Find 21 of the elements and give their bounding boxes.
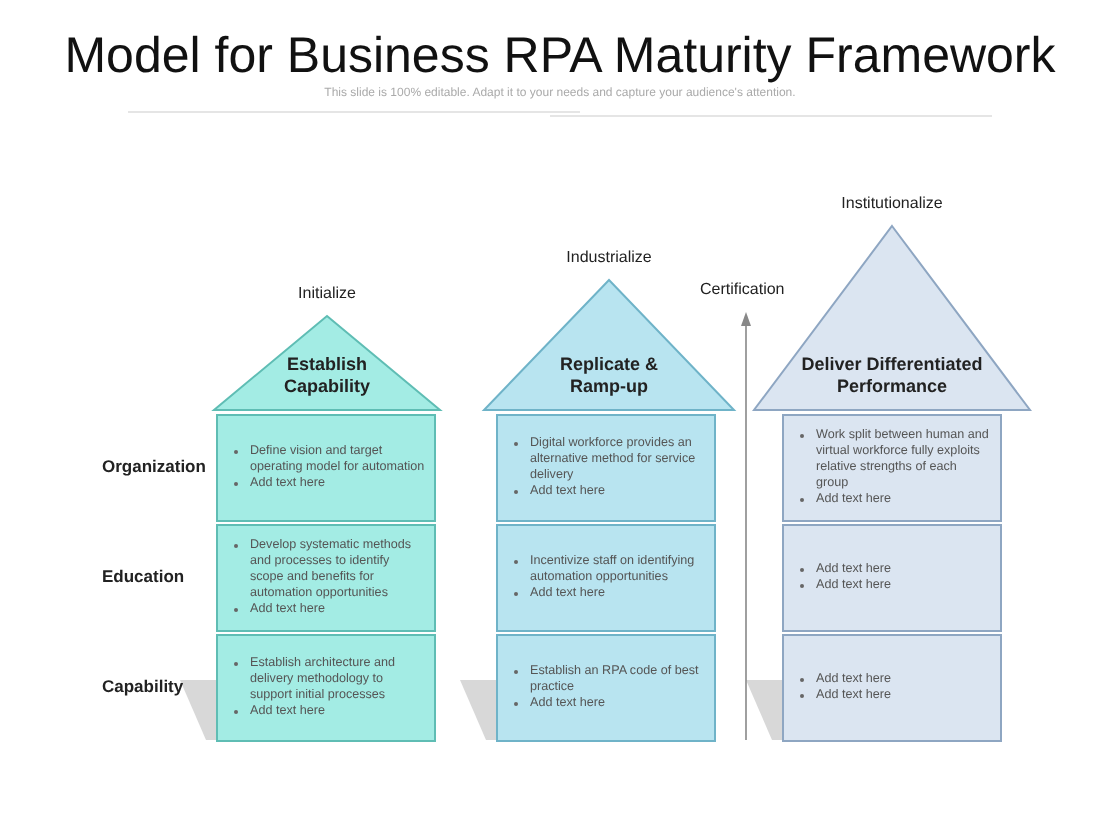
stage-label: Institutionalize <box>839 194 945 212</box>
text-panel <box>216 524 436 632</box>
text-panel <box>782 524 1002 632</box>
row-label: Capability <box>102 676 184 696</box>
text-panel <box>782 634 1002 742</box>
text-panel <box>782 414 1002 522</box>
roof-heading: Establish Capability <box>281 353 372 398</box>
row-label: Organization <box>102 456 206 476</box>
stage-label: Initialize <box>296 284 358 302</box>
text-panel <box>216 634 436 742</box>
row-label: Education <box>102 566 185 586</box>
text-panel <box>496 634 716 742</box>
roof-triangle <box>214 316 440 410</box>
text-panel <box>216 414 436 522</box>
stage-label: Industrialize <box>564 248 654 266</box>
text-panel <box>496 414 716 522</box>
roof-heading: Deliver Differentiated Performance <box>799 353 985 398</box>
slide-title: Model for Business RPA Maturity Framework <box>62 28 1058 86</box>
roof-heading: Replicate & Ramp-up <box>557 353 661 398</box>
axis-label: Certification <box>700 280 785 298</box>
text-panel <box>496 524 716 632</box>
